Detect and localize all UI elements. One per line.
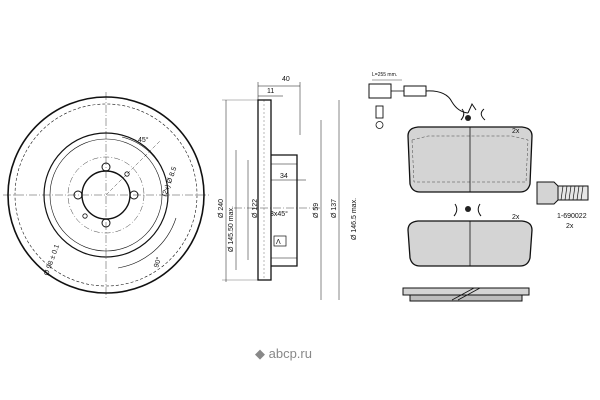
dia-145-label: Ø 145.50 max. xyxy=(228,206,235,252)
dia-59-label: Ø 59 xyxy=(313,203,320,218)
hub-depth-label: 34 xyxy=(280,173,288,180)
pcd-dimension: Ø 98 ± 0.1 xyxy=(43,244,61,277)
dia-146-label: Ø 146.5 max. xyxy=(351,198,358,240)
brake-pad-top: 2x xyxy=(407,102,533,193)
brake-pad-bottom: 2x xyxy=(407,203,533,267)
watermark: ◆ abcp.ru xyxy=(255,346,312,361)
pad-bottom-qty: 2x xyxy=(512,214,520,221)
dia-240-label: Ø 240 xyxy=(218,199,225,218)
bolt-hole-dimension: (2x) Ø 8.5 xyxy=(161,166,178,198)
dia-122-label: Ø 122 xyxy=(252,199,259,218)
caliper-bolt: 1-690022 2x xyxy=(536,181,589,230)
brake-disc-front-view: 45° 90° (2x) Ø 8.5 Ø 98 ± 0.1 xyxy=(3,92,209,298)
width-total-label: 40 xyxy=(282,76,290,83)
wear-sensor: L=255 mm. xyxy=(368,72,469,129)
svg-text:Λ: Λ xyxy=(276,239,281,246)
angle-90-label: 90° xyxy=(152,256,163,269)
pad-top-qty: 2x xyxy=(512,128,520,135)
angle-45-label: 45° xyxy=(138,136,149,144)
chamfer-label: 3x45° xyxy=(270,210,288,218)
bolt-part-number: 1-690022 xyxy=(557,213,587,220)
brake-pad-side-view xyxy=(402,287,530,302)
brake-disc-section-view: 40 11 Λ Ø 240 Ø 145.50 max. Ø 122 34 Ø 5… xyxy=(218,76,358,300)
width-hat-label: 11 xyxy=(267,88,274,95)
dia-137-label: Ø 137 xyxy=(331,199,338,218)
sensor-length-label: L=255 mm. xyxy=(372,72,397,78)
bolt-qty: 2x xyxy=(566,223,574,230)
